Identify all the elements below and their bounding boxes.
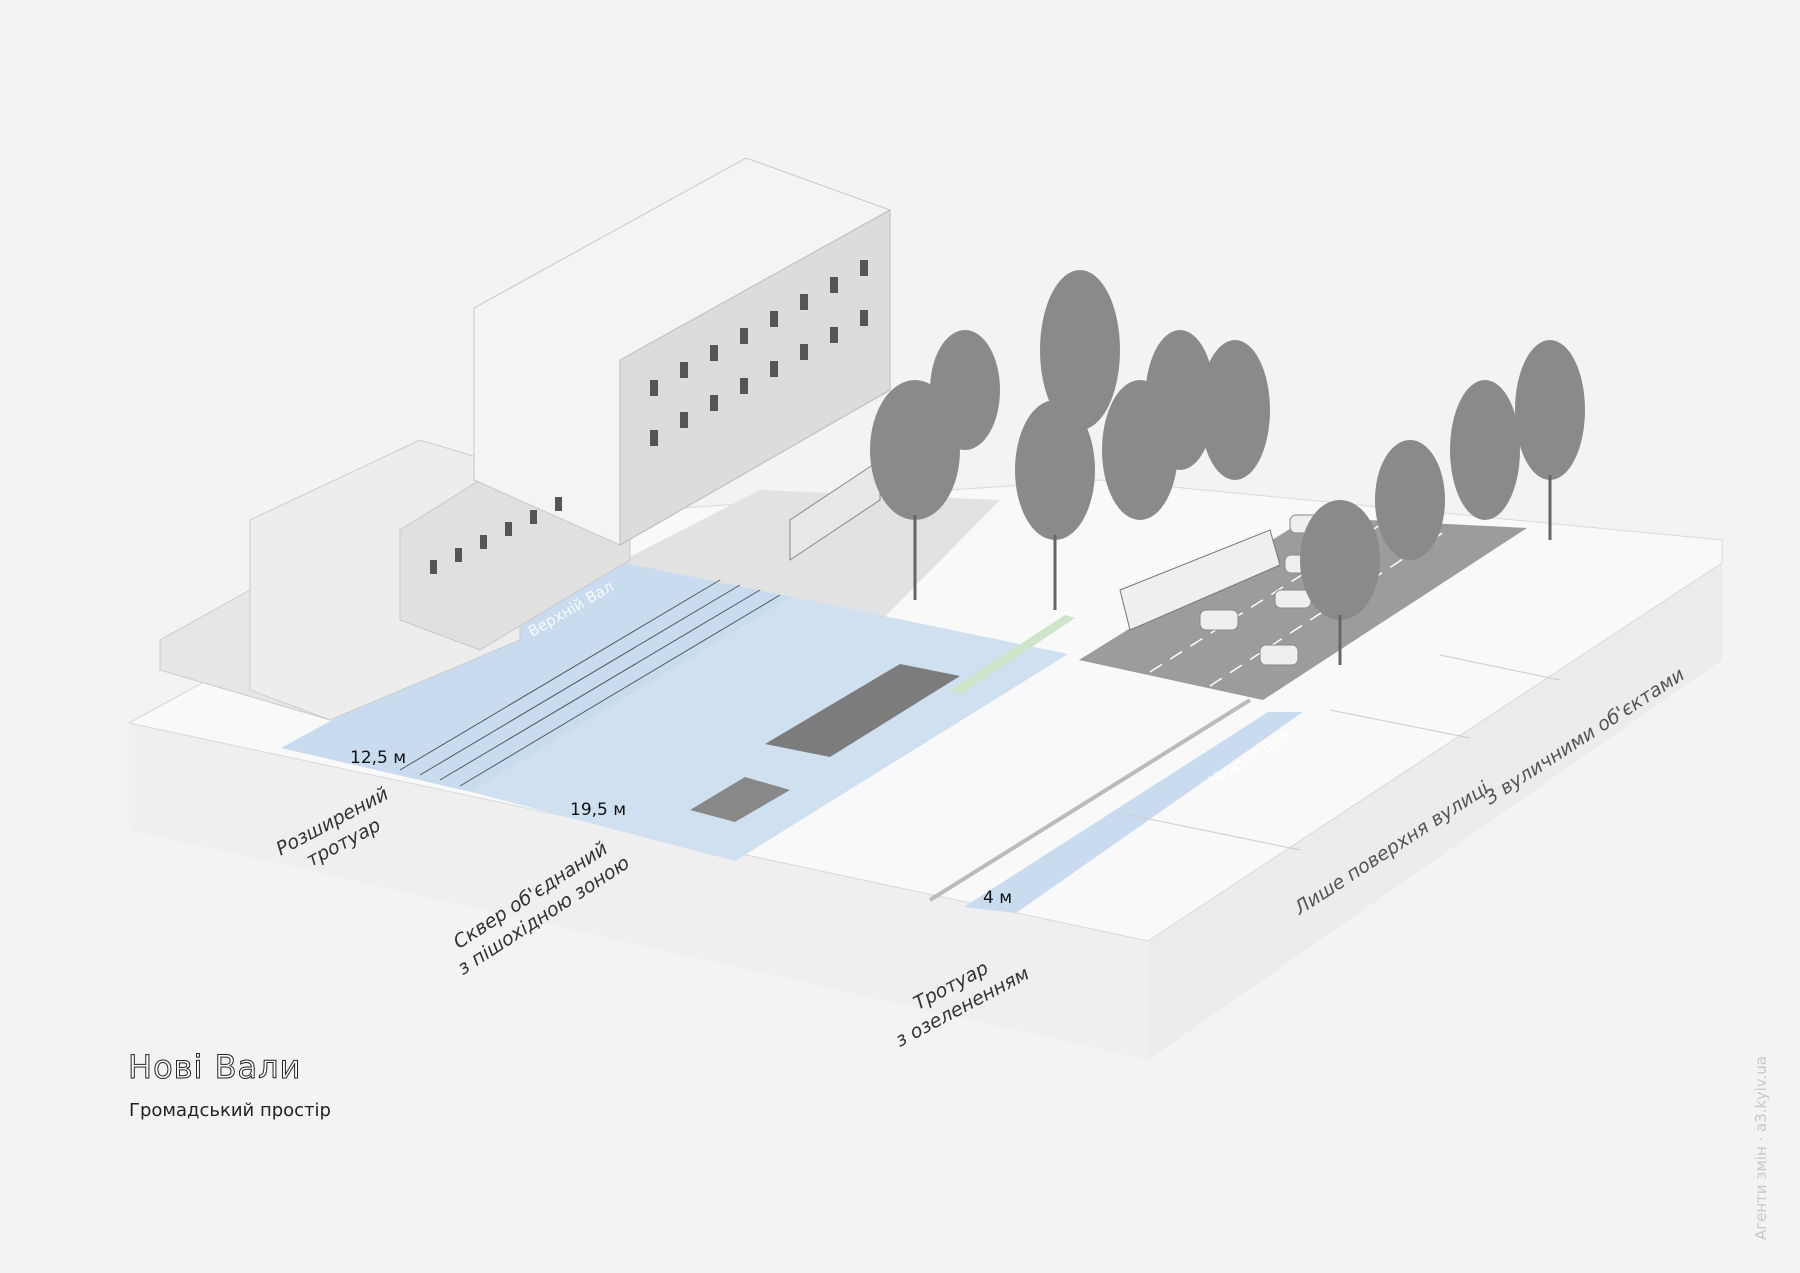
buildings bbox=[159, 157, 891, 721]
green-sidewalk-dimension: 4 м bbox=[983, 888, 1013, 908]
tram bbox=[789, 459, 881, 561]
slab-front-face bbox=[129, 723, 1148, 1060]
credit-site: a3.kyiv.ua bbox=[1752, 1056, 1770, 1132]
credit-separator: · bbox=[1752, 1136, 1770, 1142]
curb bbox=[928, 698, 1252, 902]
sidewalk-dimension: 12,5 м bbox=[350, 748, 407, 768]
green-strip bbox=[950, 615, 1075, 695]
bus bbox=[1119, 529, 1281, 631]
tram-street bbox=[620, 490, 1000, 640]
square-area bbox=[471, 597, 1068, 861]
lower-val-area bbox=[964, 712, 1303, 913]
square-dimension: 19,5 м bbox=[570, 800, 627, 820]
tree-trunks bbox=[913, 475, 1552, 665]
paving-lines bbox=[1124, 654, 1561, 851]
credit: Агенти змін · a3.kyiv.ua bbox=[1752, 1056, 1770, 1240]
slab-right-face bbox=[1148, 563, 1722, 1060]
credit-org: Агенти змін bbox=[1752, 1146, 1770, 1240]
planter bbox=[765, 664, 960, 757]
page-subtitle: Громадський простір bbox=[129, 1100, 331, 1121]
planter bbox=[690, 777, 790, 822]
tram-lines bbox=[399, 579, 781, 787]
upper-val-area bbox=[281, 562, 792, 792]
page-title: Нові Вали bbox=[127, 1048, 302, 1087]
trees bbox=[870, 270, 1585, 620]
